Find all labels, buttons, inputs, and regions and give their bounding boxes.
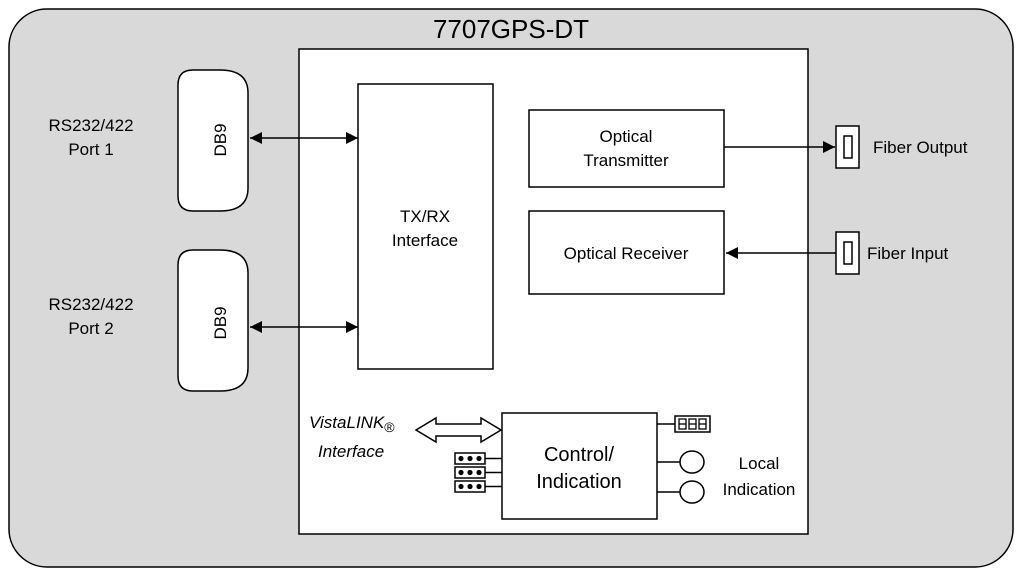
vistalink-double-arrow (414, 416, 503, 444)
db9-connector-2: DB9 (177, 249, 249, 392)
vistalink-label-line2: Interface (318, 442, 384, 461)
fiber-output-connector-icon (835, 125, 860, 169)
control-label-line2: Indication (536, 471, 622, 493)
local-indication-line1: Local (739, 454, 780, 473)
port1-label-line2: Port 1 (68, 140, 113, 159)
control-label-line1: Control/ (544, 444, 614, 466)
txrx-label-line1: TX/RX (400, 207, 450, 226)
led-indicator-icon-2 (679, 480, 705, 504)
db9-label-2: DB9 (211, 306, 230, 339)
control-indication-block (501, 412, 658, 520)
diagram-title: 7707GPS-DT (433, 14, 589, 44)
jumper-header-icon-2 (454, 466, 486, 479)
registered-mark: ® (384, 419, 395, 435)
jumper-header-icon-3 (454, 480, 486, 493)
optical-transmitter-block (528, 109, 725, 188)
port1-label-line1: RS232/422 (48, 116, 133, 135)
txrx-label-line2: Interface (392, 231, 458, 250)
led-indicator-icon-1 (679, 450, 705, 474)
fiber-input-connector-icon (835, 231, 860, 275)
fiber-input-label: Fiber Input (867, 244, 949, 263)
transmitter-label-line2: Transmitter (583, 151, 669, 170)
optical-receiver-block (528, 210, 725, 295)
vistalink-label-line1: VistaLINK® (309, 413, 395, 435)
port2-label-line1: RS232/422 (48, 295, 133, 314)
seven-segment-display-icon (674, 415, 711, 433)
txrx-interface-block (357, 83, 494, 370)
db9-connector-1: DB9 (177, 69, 249, 212)
local-indication-line2: Indication (723, 480, 796, 499)
jumper-header-icon-1 (454, 452, 486, 465)
receiver-label: Optical Receiver (564, 244, 689, 263)
db9-label-1: DB9 (211, 123, 230, 156)
fiber-output-label: Fiber Output (873, 138, 968, 157)
transmitter-label-line1: Optical (600, 127, 653, 146)
port2-label-line2: Port 2 (68, 319, 113, 338)
